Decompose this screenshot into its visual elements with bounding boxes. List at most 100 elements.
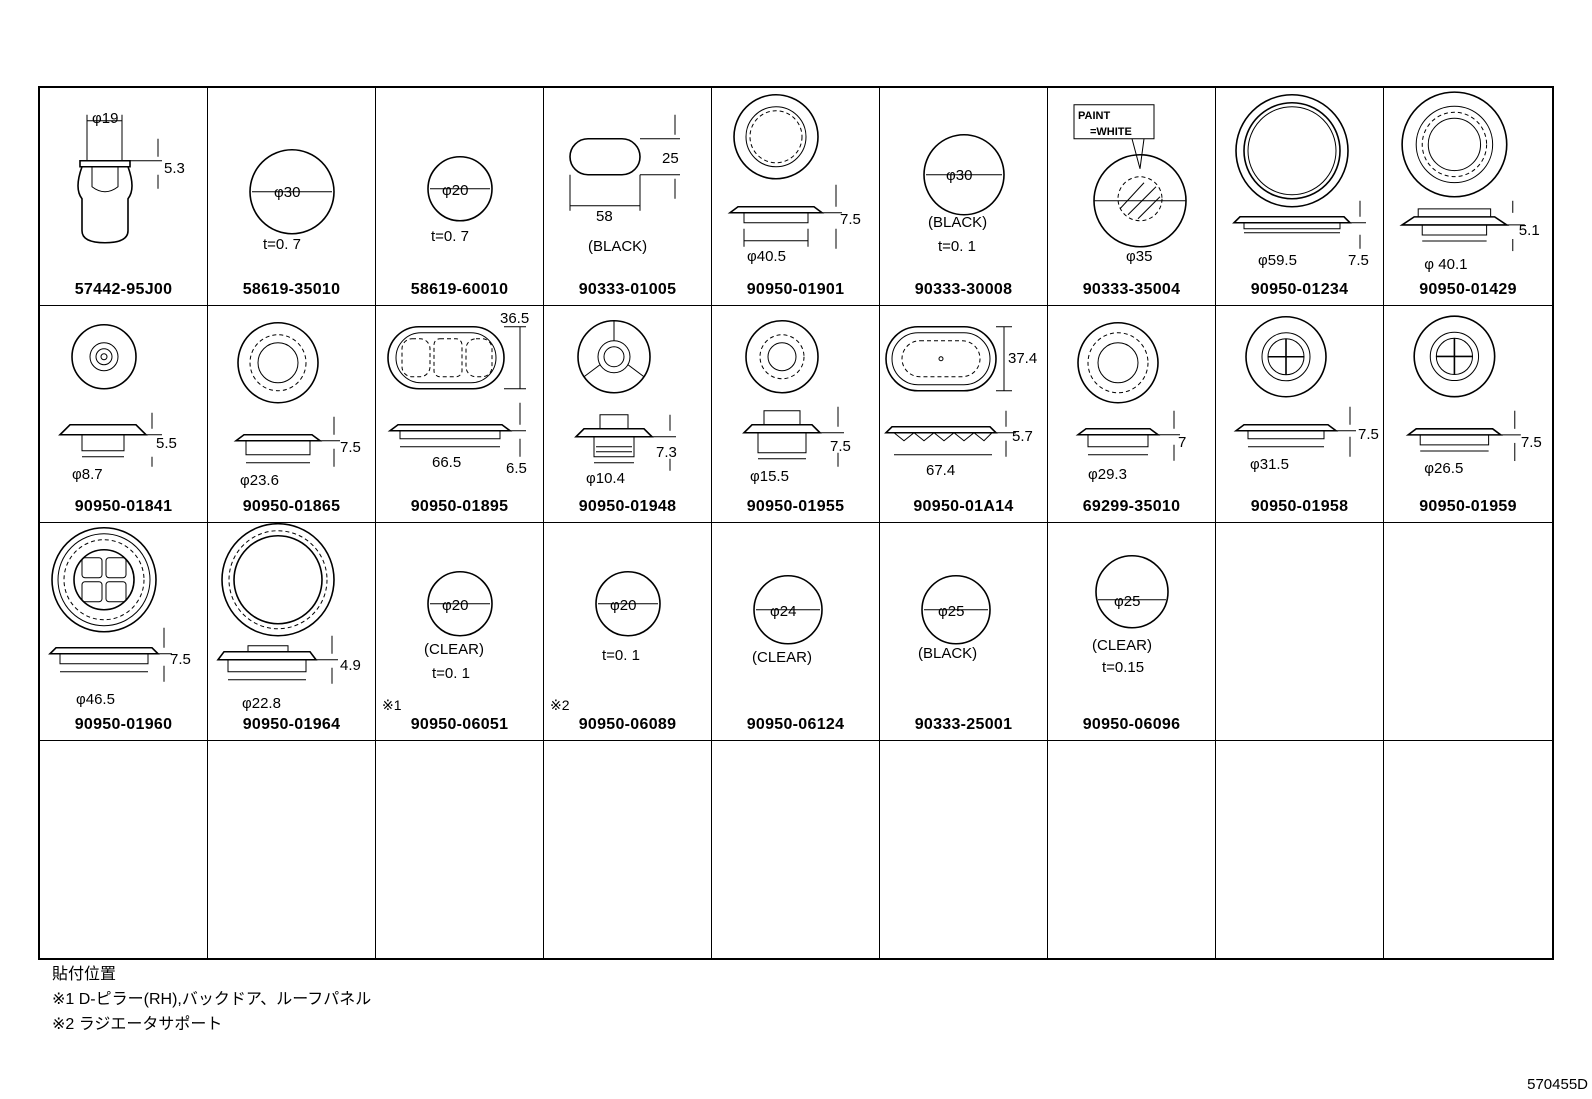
cell-r3c3: φ20 (CLEAR) t=0. 1 ※1 90950-06051: [376, 523, 544, 741]
part-number: 90950-06124: [746, 715, 845, 733]
cell-r3c7: φ25 (CLEAR) t=0.15 90950-06096: [1048, 523, 1216, 741]
dim-label: φ29.3: [1088, 465, 1127, 482]
dim-label: φ26.5: [1424, 460, 1463, 477]
dim-label: φ 40.1: [1424, 256, 1467, 273]
dim-label: φ35: [1126, 248, 1152, 265]
dim-label: 5.1: [1519, 222, 1540, 239]
location-notes: 貼付位置 ※1 D-ピラー(RH),バックドア、ルーフパネル ※2 ラジエータサ…: [52, 962, 371, 1037]
part-number: 90950-06051: [410, 715, 509, 733]
dim-label: 67.4: [926, 461, 955, 478]
grommet-drawing: 7 φ29.3: [1075, 321, 1186, 482]
color-label: (CLEAR): [424, 641, 484, 658]
cell-r2c8: 7.5 φ31.5 90950-01958: [1216, 305, 1384, 523]
cell-r4c8: [1216, 740, 1384, 958]
thickness-label: t=0. 1: [938, 238, 976, 255]
cell-r4c3: [376, 740, 544, 958]
dim-label: φ20: [442, 597, 468, 614]
grommet-drawing: 5.1 φ 40.1: [1399, 91, 1540, 273]
dim-label: 66.5: [432, 453, 461, 470]
grommet-drawing: 5.5 φ8.7: [58, 323, 177, 482]
dim-label: φ30: [946, 167, 972, 184]
dim-label: φ15.5: [750, 467, 789, 484]
cell-r1c9: 5.1 φ 40.1 90950-01429: [1384, 88, 1552, 306]
cell-r2c7: 7 φ29.3 69299-35010: [1048, 305, 1216, 523]
cell-r4c9: [1384, 741, 1552, 959]
part-number: 90950-01948: [578, 498, 677, 515]
grommet-drawing: 37.4 5.7 67.4: [884, 325, 1037, 478]
cell-r3c6: φ25 (BLACK) 90333-25001: [880, 523, 1048, 741]
dim-label: φ19: [92, 110, 118, 127]
color-label: (BLACK): [918, 645, 977, 662]
part-number: 90950-01959: [1419, 498, 1517, 515]
dim-label: 7.5: [830, 437, 851, 454]
grommet-drawing: 4.9 φ22.8: [216, 523, 361, 712]
dim-label: φ31.5: [1250, 455, 1289, 472]
part-number: 90950-06089: [578, 715, 677, 733]
dim-label: 5.3: [164, 160, 185, 177]
paint-label: PAINT: [1078, 110, 1110, 122]
cell-r4c1: [40, 740, 208, 958]
dim-label: 5.5: [156, 434, 177, 451]
clip-drawing: φ19 5.3: [77, 110, 185, 244]
dim-label: 7.3: [656, 443, 677, 460]
cap-drawing: φ30 t=0. 7: [249, 148, 335, 253]
dim-label: φ25: [938, 603, 964, 620]
cap-drawing: φ20 t=0. 1: [595, 570, 661, 664]
part-number: 90333-01005: [578, 280, 677, 298]
dim-label: 37.4: [1008, 349, 1037, 366]
cap-drawing: φ25 (BLACK): [918, 574, 991, 662]
dim-label: φ40.5: [747, 248, 786, 265]
thickness-label: t=0. 7: [263, 236, 301, 253]
dim-label: 7.5: [170, 651, 191, 668]
cap-drawing: φ24 (CLEAR): [752, 574, 823, 666]
dim-label: 7.5: [1521, 433, 1542, 450]
grommet-drawing: 7.5 φ31.5: [1233, 315, 1379, 472]
part-number: 90950-01958: [1250, 498, 1349, 515]
part-number: 90950-01901: [746, 280, 845, 298]
cell-r2c1: 5.5 φ8.7 90950-01841: [40, 305, 208, 523]
cell-r1c6: φ30 (BLACK) t=0. 1 90333-30008: [880, 88, 1048, 306]
cap-drawing: φ20 (CLEAR) t=0. 1: [424, 570, 493, 682]
dim-label: 7.5: [1358, 425, 1379, 442]
part-number: 90950-01234: [1250, 280, 1349, 298]
parts-grid: φ19 5.3 57442-95J00 φ30 t=0. 7 58619-350…: [38, 86, 1554, 960]
dim-label: 4.9: [340, 657, 361, 674]
grommet-drawing: 7.5 φ46.5: [48, 526, 191, 708]
color-label: (CLEAR): [752, 649, 812, 666]
part-number: 90950-06096: [1082, 715, 1181, 733]
grommet-drawing: 7.5 φ15.5: [742, 319, 851, 484]
cell-r1c8: φ59.5 7.5 90950-01234: [1216, 88, 1384, 306]
cell-r1c5: 7.5 φ40.5 90950-01901: [712, 88, 880, 306]
cell-r2c9: 7.5 φ26.5 90950-01959: [1384, 306, 1552, 523]
cell-r2c6: 37.4 5.7 67.4 90950-01A14: [880, 305, 1048, 523]
thickness-label: t=0. 1: [432, 665, 470, 682]
cell-r1c7: PAINT =WHITE φ35 90333-35004: [1048, 88, 1216, 306]
part-number: 90950-01865: [242, 498, 341, 515]
reference-mark: ※2: [550, 696, 570, 713]
dim-label: φ24: [770, 603, 796, 620]
notes-heading: 貼付位置: [52, 966, 117, 983]
cell-r1c1: φ19 5.3 57442-95J00: [40, 88, 208, 306]
cell-r2c5: 7.5 φ15.5 90950-01955: [712, 305, 880, 523]
grommet-drawing: 7.3 φ10.4: [574, 319, 677, 486]
cap-drawing: PAINT =WHITE φ35: [1073, 104, 1187, 265]
part-number: 58619-35010: [242, 280, 341, 298]
color-label: (CLEAR): [1092, 637, 1152, 654]
part-number: 90950-01429: [1419, 280, 1517, 298]
part-number: 90950-01964: [242, 715, 341, 733]
part-number: 90950-01A14: [913, 498, 1014, 515]
part-number: 90950-01960: [74, 715, 173, 733]
dim-label: 6.5: [506, 459, 527, 476]
cell-r4c6: [880, 740, 1048, 958]
grommet-drawing: 7.5 φ40.5: [727, 93, 861, 265]
dim-label: 7.5: [340, 438, 361, 455]
cell-r2c3: 36.5 66.5 6.5 90950-01895: [376, 305, 544, 523]
grommet-drawing: 7.5 φ23.6: [233, 321, 361, 488]
cell-r3c5: φ24 (CLEAR) 90950-06124: [712, 523, 880, 741]
cap-drawing: φ20 t=0. 7: [427, 155, 493, 245]
cell-r3c8: [1216, 523, 1384, 741]
cell-r4c4: [544, 740, 712, 958]
cell-r1c2: φ30 t=0. 7 58619-35010: [208, 88, 376, 306]
dim-label: 36.5: [500, 309, 529, 326]
dim-label: 25: [662, 150, 679, 167]
